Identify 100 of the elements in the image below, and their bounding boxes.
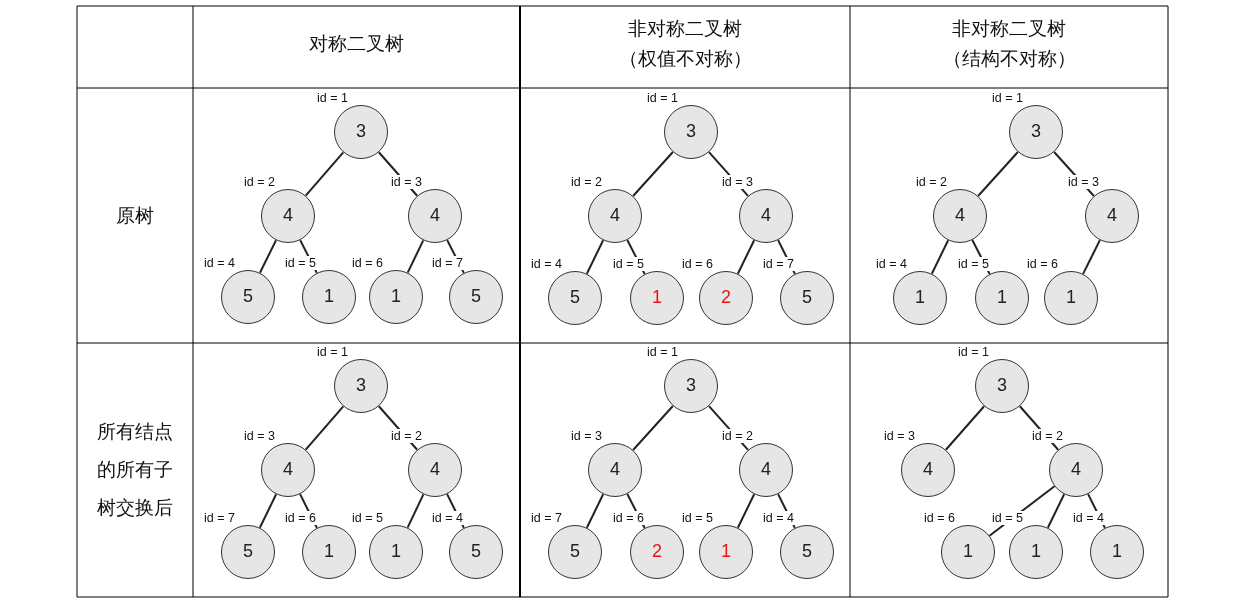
tree-node-circle: 5 bbox=[449, 270, 503, 324]
tree-node-circle: 3 bbox=[975, 359, 1029, 413]
node-id-label: id = 6 bbox=[923, 511, 956, 525]
tree-node-circle: 1 bbox=[941, 525, 995, 579]
node-id-label: id = 4 bbox=[203, 256, 236, 270]
tree-node-circle: 2 bbox=[699, 271, 753, 325]
tree-edge bbox=[930, 239, 950, 275]
node-id-label: id = 1 bbox=[646, 345, 679, 359]
node-id-label: id = 1 bbox=[316, 91, 349, 105]
tree-node-circle: 5 bbox=[221, 525, 275, 579]
tree-edge bbox=[632, 151, 674, 197]
tree-node-circle: 5 bbox=[548, 525, 602, 579]
tree-node-circle: 1 bbox=[699, 525, 753, 579]
tree-edge bbox=[258, 493, 278, 529]
node-id-label: id = 7 bbox=[530, 511, 563, 525]
node-id-label: id = 3 bbox=[570, 429, 603, 443]
tree-edge bbox=[632, 405, 674, 451]
node-id-label: id = 1 bbox=[957, 345, 990, 359]
tree-node-circle: 1 bbox=[1009, 525, 1063, 579]
node-id-label: id = 6 bbox=[1026, 257, 1059, 271]
node-id-label: id = 2 bbox=[390, 429, 423, 443]
tree-node-circle: 3 bbox=[1009, 105, 1063, 159]
node-id-label: id = 4 bbox=[431, 511, 464, 525]
node-id-label: id = 7 bbox=[431, 256, 464, 270]
tree-node-circle: 1 bbox=[302, 270, 356, 324]
node-id-label: id = 3 bbox=[390, 175, 423, 189]
node-id-label: id = 3 bbox=[1067, 175, 1100, 189]
node-id-label: id = 2 bbox=[721, 429, 754, 443]
column-header: 非对称二叉树（权值不对称） bbox=[617, 17, 753, 71]
tree-node-circle: 4 bbox=[408, 189, 462, 243]
tree-node-circle: 1 bbox=[369, 270, 423, 324]
tree-node-circle: 5 bbox=[548, 271, 602, 325]
node-id-label: id = 1 bbox=[991, 91, 1024, 105]
node-id-label: id = 2 bbox=[243, 175, 276, 189]
tree-node-circle: 5 bbox=[780, 525, 834, 579]
tree-node-circle: 1 bbox=[893, 271, 947, 325]
node-id-label: id = 4 bbox=[530, 257, 563, 271]
tree-node-circle: 4 bbox=[1085, 189, 1139, 243]
tree-node-circle: 3 bbox=[334, 359, 388, 413]
tree-node-circle: 1 bbox=[369, 525, 423, 579]
tree-edge bbox=[944, 405, 986, 451]
tree-node-circle: 3 bbox=[664, 359, 718, 413]
tree-node-circle: 3 bbox=[664, 105, 718, 159]
node-id-label: id = 2 bbox=[1031, 429, 1064, 443]
node-id-label: id = 4 bbox=[875, 257, 908, 271]
node-id-label: id = 5 bbox=[681, 511, 714, 525]
tree-node-circle: 5 bbox=[780, 271, 834, 325]
node-id-label: id = 5 bbox=[351, 511, 384, 525]
tree-node-circle: 4 bbox=[1049, 443, 1103, 497]
tree-node-circle: 4 bbox=[588, 443, 642, 497]
tree-edge bbox=[304, 151, 345, 197]
node-id-label: id = 2 bbox=[570, 175, 603, 189]
tree-node-circle: 5 bbox=[449, 525, 503, 579]
node-id-label: id = 3 bbox=[721, 175, 754, 189]
node-id-label: id = 7 bbox=[762, 257, 795, 271]
tree-node-circle: 1 bbox=[302, 525, 356, 579]
column-header: 非对称二叉树（结构不对称） bbox=[941, 17, 1077, 71]
tree-node-circle: 4 bbox=[739, 443, 793, 497]
tree-edge bbox=[1082, 239, 1101, 275]
node-id-label: id = 6 bbox=[351, 256, 384, 270]
tree-edge bbox=[736, 239, 756, 275]
node-id-label: id = 2 bbox=[915, 175, 948, 189]
tree-node-circle: 1 bbox=[1090, 525, 1144, 579]
tree-node-circle: 4 bbox=[261, 443, 315, 497]
row-header: 原树 bbox=[115, 203, 155, 228]
tree-node-circle: 4 bbox=[933, 189, 987, 243]
tree-node-circle: 3 bbox=[334, 105, 388, 159]
tree-edge bbox=[1046, 493, 1066, 529]
node-id-label: id = 6 bbox=[681, 257, 714, 271]
node-id-label: id = 3 bbox=[243, 429, 276, 443]
tree-node-circle: 1 bbox=[1044, 271, 1098, 325]
tree-node-circle: 2 bbox=[630, 525, 684, 579]
node-id-label: id = 4 bbox=[762, 511, 795, 525]
node-id-label: id = 5 bbox=[284, 256, 317, 270]
tree-edge bbox=[406, 239, 425, 274]
tree-edge bbox=[736, 493, 756, 529]
tree-edge bbox=[977, 151, 1019, 197]
tree-node-circle: 4 bbox=[739, 189, 793, 243]
node-id-label: id = 3 bbox=[883, 429, 916, 443]
row-header: 所有结点的所有子树交换后 bbox=[96, 420, 174, 520]
tree-node-circle: 1 bbox=[975, 271, 1029, 325]
tree-node-circle: 4 bbox=[901, 443, 955, 497]
tree-edge bbox=[585, 239, 605, 275]
node-id-label: id = 5 bbox=[957, 257, 990, 271]
tree-node-circle: 1 bbox=[630, 271, 684, 325]
node-id-label: id = 1 bbox=[646, 91, 679, 105]
tree-node-circle: 4 bbox=[261, 189, 315, 243]
node-id-label: id = 6 bbox=[612, 511, 645, 525]
tree-edge bbox=[304, 405, 345, 451]
node-id-label: id = 5 bbox=[612, 257, 645, 271]
tree-node-circle: 4 bbox=[408, 443, 462, 497]
tree-edge bbox=[406, 493, 425, 529]
tree-edge bbox=[585, 493, 605, 529]
node-id-label: id = 7 bbox=[203, 511, 236, 525]
node-id-label: id = 4 bbox=[1072, 511, 1105, 525]
tree-node-circle: 5 bbox=[221, 270, 275, 324]
tree-edge bbox=[258, 239, 278, 274]
node-id-label: id = 5 bbox=[991, 511, 1024, 525]
tree-node-circle: 4 bbox=[588, 189, 642, 243]
node-id-label: id = 6 bbox=[284, 511, 317, 525]
